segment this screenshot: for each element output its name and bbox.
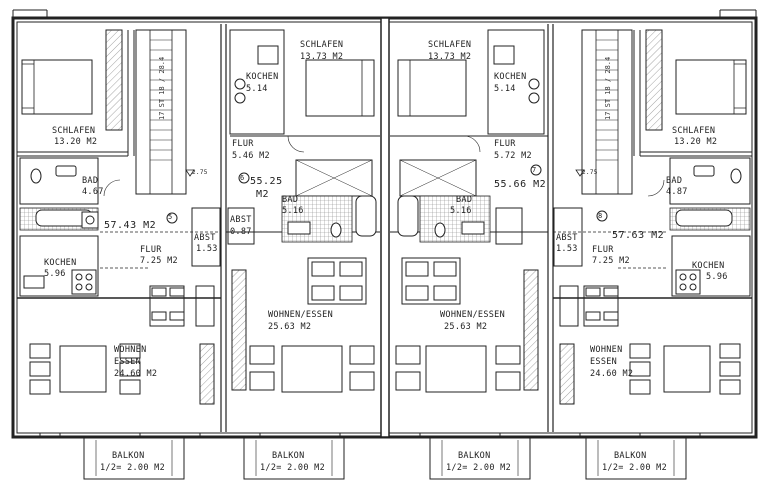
unit-marker-5 [166, 212, 178, 224]
unit-marker-8 [596, 210, 608, 222]
unit-marker-7 [530, 164, 542, 176]
room-name2-wohnen-u5: ESSEN [114, 357, 142, 367]
stair-level-right: 2.75 [582, 169, 598, 176]
room-name-flur-u7: FLUR [494, 139, 516, 149]
room-name-wohnen-u7: WOHNEN/ESSEN [440, 310, 506, 320]
room-name-kochen-u7: KOCHEN [494, 72, 527, 82]
room-name-balkon-u7: BALKON [458, 451, 491, 461]
room-area-kochen-u6: 5.14 [246, 84, 268, 94]
room-name-bad-u8: BAD [666, 176, 683, 186]
room-name-kochen-u5: KOCHEN [44, 258, 77, 268]
stair-steps-right: 17 ST 18 / 28.4 [604, 56, 612, 120]
stair-steps-left: 17 ST 18 / 28.4 [158, 56, 166, 120]
balkon-u6 [243, 436, 345, 480]
unit-marker-6 [238, 172, 250, 184]
room-area-bad-u5: 4.67 [82, 187, 104, 197]
room-name-kochen-u6: KOCHEN [246, 72, 279, 82]
room-area-flur-u7: 5.72 M2 [494, 151, 532, 161]
unit-number-6: 6 [240, 174, 245, 182]
room-name-schlafen-u8: SCHLAFEN [672, 126, 716, 136]
bed-u6 [305, 59, 375, 117]
stair-left [135, 29, 187, 195]
unit-total-area-u7: 55.66 M2 [494, 179, 547, 190]
room-area-schlafen-u8: 13.20 M2 [674, 137, 718, 147]
room-area-flur-u6: 5.46 M2 [232, 151, 270, 161]
stair-right [581, 29, 633, 195]
room-name-wohnen-u5: WOHNEN [114, 345, 147, 355]
room-area-abst-u5: 1.53 [196, 244, 218, 254]
unit-total-area-u8: 57.63 M2 [612, 230, 665, 241]
room-name-bad-u5: BAD [82, 176, 99, 186]
room-area-bad-u8: 4.87 [666, 187, 688, 197]
unit-total-area-u5: 57.43 M2 [104, 220, 157, 231]
room-area-kochen-u8: 5.96 [706, 272, 728, 282]
room-area-flur-u5: 7.25 M2 [140, 256, 178, 266]
room-area-abst-u8: 1.53 [556, 244, 578, 254]
room-name-abst-u6: ABST [230, 215, 252, 225]
unit-number-8: 8 [598, 212, 603, 220]
room-area-flur-u8: 7.25 M2 [592, 256, 630, 266]
bed-u7 [397, 59, 467, 117]
room-area-wohnen-u5: 24.60 M2 [114, 369, 158, 379]
kochen-room-u6 [229, 29, 285, 135]
room-area-wohnen-u6: 25.63 M2 [268, 322, 312, 332]
room-name-balkon-u5: BALKON [112, 451, 145, 461]
room-name-schlafen-u7: SCHLAFEN [428, 40, 472, 50]
room-name-bad-u6: BAD [282, 195, 299, 205]
room-name-abst-u5: ABST [194, 233, 216, 243]
room-area-balkon-u8: 1/2= 2.00 M2 [602, 463, 668, 473]
balkon-u7 [429, 436, 531, 480]
unit-number-5: 5 [168, 213, 173, 221]
unit-total-area-u6-line1: 55.25 [250, 176, 283, 187]
room-area-schlafen-u6: 13.73 M2 [300, 52, 344, 62]
room-area-schlafen-u7: 13.73 M2 [428, 52, 472, 62]
room-area-balkon-u6: 1/2= 2.00 M2 [260, 463, 326, 473]
room-name-bad-u7: BAD [456, 195, 473, 205]
room-name-wohnen-u8: WOHNEN [590, 345, 623, 355]
room-name-kochen-u8: KOCHEN [692, 261, 725, 271]
party-wall [380, 17, 390, 438]
kochen-room-u7 [487, 29, 545, 135]
room-area-abst-u6: 0.87 [230, 227, 252, 237]
balkon-u5 [83, 436, 185, 480]
unit-number-7: 7 [532, 166, 537, 174]
room-area-balkon-u7: 1/2= 2.00 M2 [446, 463, 512, 473]
room-name-balkon-u8: BALKON [614, 451, 647, 461]
room-area-kochen-u7: 5.14 [494, 84, 516, 94]
room-area-bad-u7: 5.16 [450, 206, 472, 216]
room-name-schlafen-u6: SCHLAFEN [300, 40, 344, 50]
bath-room-u5 [19, 157, 99, 205]
room-area-balkon-u5: 1/2= 2.00 M2 [100, 463, 166, 473]
unit-total-area-u6-line2: M2 [256, 189, 270, 200]
room-name-flur-u8: FLUR [592, 245, 614, 255]
room-name-abst-u8: ABST [556, 233, 578, 243]
room-area-bad-u6: 5.16 [282, 206, 304, 216]
room-name2-wohnen-u8: ESSEN [590, 357, 618, 367]
room-area-kochen-u5: 5.96 [44, 269, 66, 279]
room-name-flur-u5: FLUR [140, 245, 162, 255]
room-name-balkon-u6: BALKON [272, 451, 305, 461]
balkon-u8 [585, 436, 687, 480]
room-name-flur-u6: FLUR [232, 139, 254, 149]
stair-level-left: 2.75 [192, 169, 208, 176]
room-area-schlafen-u5: 13.20 M2 [54, 137, 98, 147]
room-area-wohnen-u8: 24.60 M2 [590, 369, 634, 379]
room-area-wohnen-u7: 25.63 M2 [444, 322, 488, 332]
room-name-wohnen-u6: WOHNEN/ESSEN [268, 310, 334, 320]
room-name-schlafen-u5: SCHLAFEN [52, 126, 96, 136]
